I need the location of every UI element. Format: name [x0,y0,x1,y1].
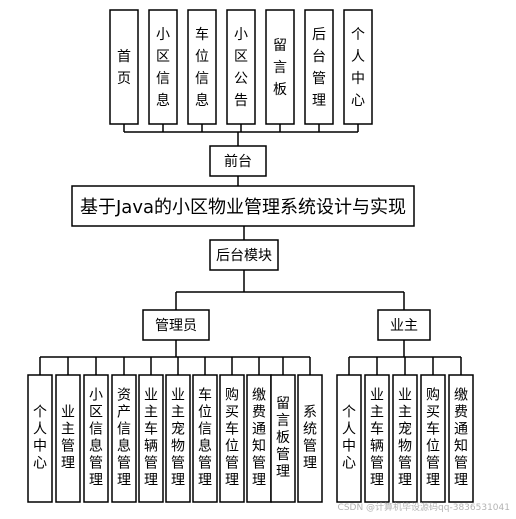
admin-module-5-label: 业主车辆管理 [144,388,158,489]
top-module-5-label: 留言板 [273,38,287,98]
system-title-node: 基于Java的小区物业管理系统设计与实现 [71,185,415,227]
top-module-4-label: 小区公告 [234,27,248,109]
admin-module-3-label: 小区信息管理 [89,388,103,489]
admin-module-5: 业主车辆管理 [138,374,164,503]
owner-module-2-label: 业主车辆管理 [370,388,384,489]
top-module-6-label: 后台管理 [312,27,326,109]
frontend-node: 前台 [209,145,267,177]
owner-label: 业主 [390,318,418,334]
top-module-7: 个人中心 [343,9,373,125]
top-module-6: 后台管理 [304,9,334,125]
admin-module-4: 资产信息管理 [111,374,137,503]
admin-node: 管理员 [142,309,210,341]
owner-module-5: 缴费通知管理 [448,374,474,503]
admin-module-9-label: 缴费通知管理 [252,388,266,489]
admin-module-7: 车位信息管理 [192,374,218,503]
top-module-5: 留言板 [265,9,295,125]
admin-module-8-label: 购买车位管理 [225,388,239,489]
admin-label: 管理员 [155,318,197,334]
admin-module-8: 购买车位管理 [219,374,245,503]
admin-module-6: 业主宠物管理 [165,374,191,503]
owner-module-4-label: 购买车位管理 [426,388,440,489]
admin-module-11-label: 系统管理 [303,405,317,472]
owner-node: 业主 [377,309,431,341]
admin-module-2-label: 业主管理 [61,405,75,472]
top-module-7-label: 个人中心 [351,27,365,109]
owner-module-3: 业主宠物管理 [392,374,418,503]
admin-module-1: 个人中心 [27,374,53,503]
admin-module-6-label: 业主宠物管理 [171,388,185,489]
admin-module-4-label: 资产信息管理 [117,388,131,489]
admin-module-2: 业主管理 [55,374,81,503]
admin-module-9: 缴费通知管理 [246,374,272,503]
admin-module-row: 个人中心业主管理小区信息管理资产信息管理业主车辆管理业主宠物管理车位信息管理购买… [27,374,323,503]
backend-node: 后台模块 [209,239,279,271]
admin-module-10-label: 留言板管理 [276,396,290,480]
owner-module-1: 个人中心 [336,374,362,503]
system-title: 基于Java的小区物业管理系统设计与实现 [80,197,406,218]
admin-module-10: 留言板管理 [270,374,296,503]
admin-module-3: 小区信息管理 [83,374,109,503]
frontend-label: 前台 [224,153,252,170]
top-module-3: 车位信息 [187,9,217,125]
owner-module-3-label: 业主宠物管理 [398,388,412,489]
frontend-module-row: 首页 小区信息 车位信息 小区公告 留言板 后台管理 个人中心 [109,9,373,125]
owner-module-5-label: 缴费通知管理 [454,388,468,489]
backend-label: 后台模块 [216,248,272,264]
admin-module-1-label: 个人中心 [33,405,47,472]
top-module-4: 小区公告 [226,9,256,125]
watermark: CSDN @计算机毕设源码qq-3836531041 [337,503,510,513]
owner-module-1-label: 个人中心 [342,405,356,472]
top-module-2: 小区信息 [148,9,178,125]
owner-module-2: 业主车辆管理 [364,374,390,503]
top-module-1-label: 首页 [117,49,131,87]
top-module-1: 首页 [109,9,139,125]
top-module-3-label: 车位信息 [195,26,209,109]
top-module-2-label: 小区信息 [156,27,170,109]
admin-module-11: 系统管理 [297,374,323,503]
owner-module-4: 购买车位管理 [420,374,446,503]
connector-lines [39,124,462,375]
admin-module-7-label: 车位信息管理 [198,387,212,489]
